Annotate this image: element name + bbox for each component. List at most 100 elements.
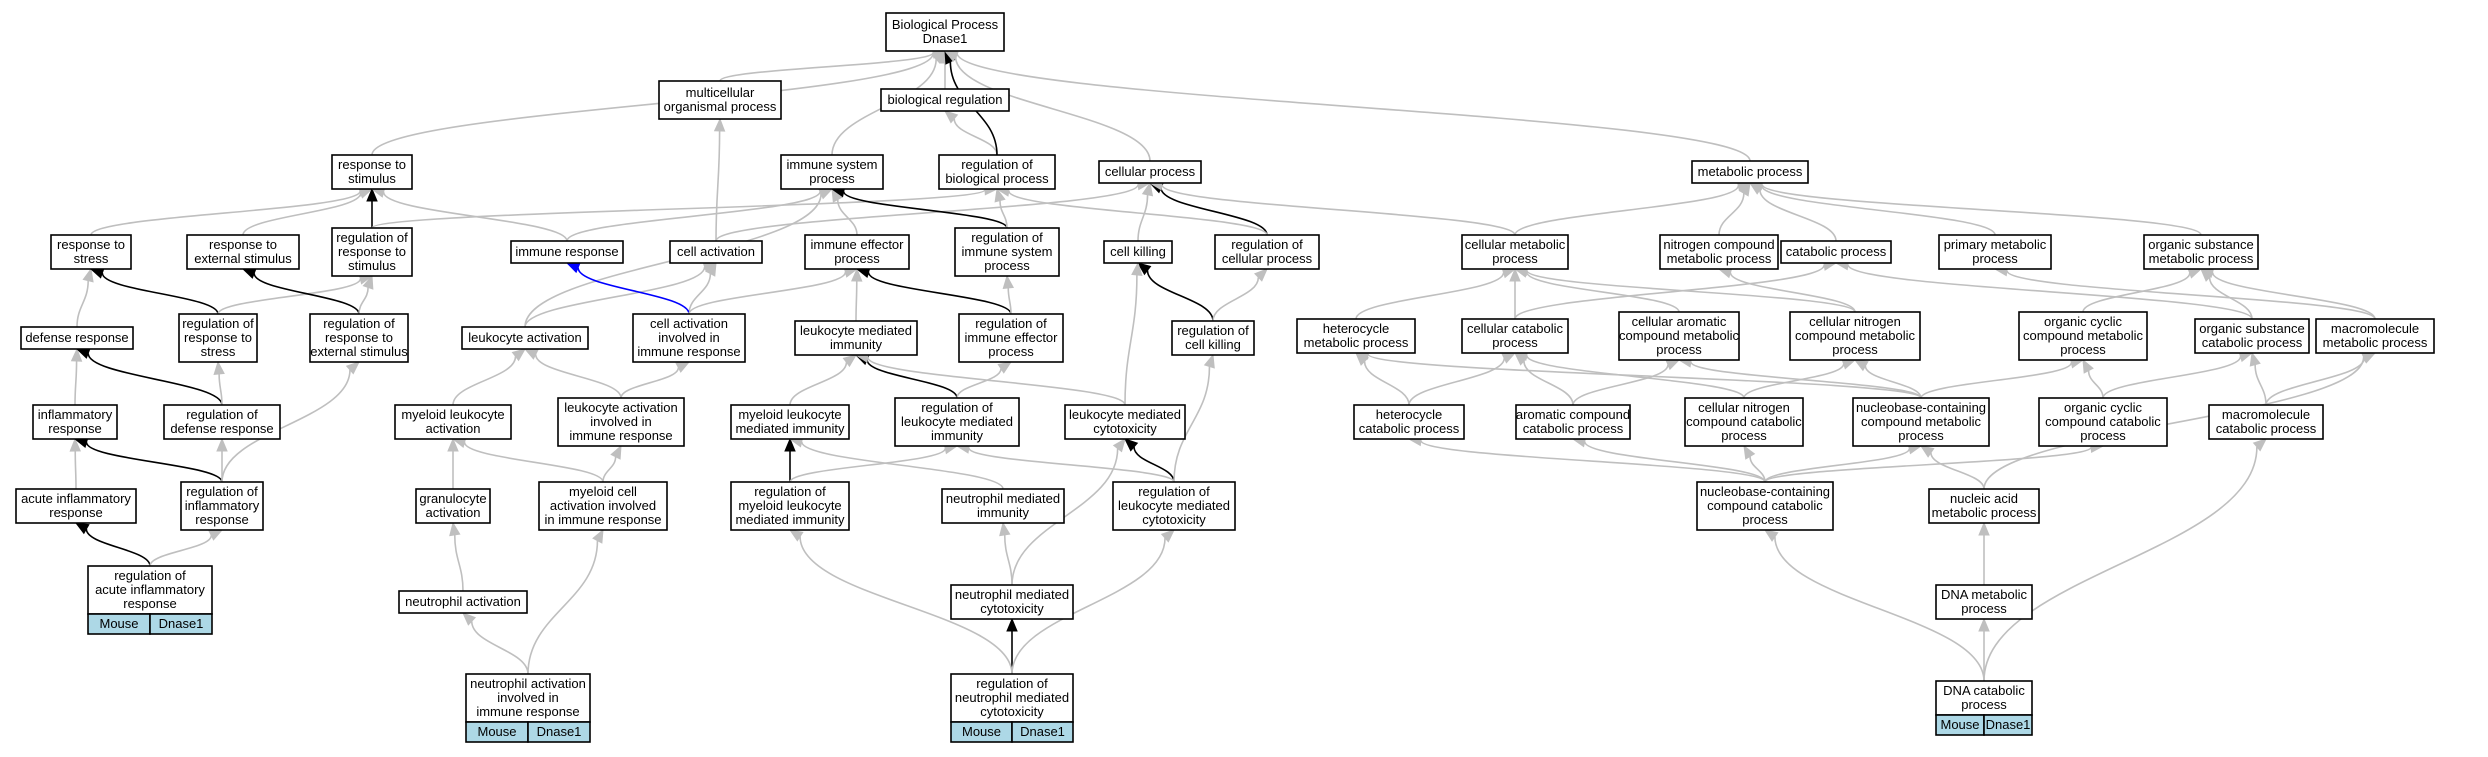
arrowhead-icon: [1160, 529, 1175, 543]
term-label-line: cell activation: [677, 244, 755, 259]
term-node-imm_resp[interactable]: immune response: [510, 240, 624, 264]
term-node-catab[interactable]: catabolic process: [1780, 240, 1892, 264]
term-label-line: involved in: [497, 690, 558, 705]
term-node-cell_proc[interactable]: cellular process: [1098, 160, 1202, 184]
term-node-leuk_act[interactable]: leukocyte activation: [461, 326, 589, 350]
arrowhead-icon: [784, 437, 796, 452]
edge-imm_resp-to-imm_sys: [566, 185, 834, 242]
term-node-cell_kill[interactable]: cell killing: [1103, 240, 1173, 264]
term-label-line: stimulus: [348, 258, 396, 273]
term-label-line: cytotoxicity: [980, 704, 1044, 719]
species-tag-label: Dnase1: [1020, 724, 1065, 739]
edge-layer: [69, 46, 2377, 682]
term-label-line: regulation of: [1231, 237, 1303, 252]
term-label-line: cellular process: [1105, 164, 1196, 179]
term-node-bioreg[interactable]: biological regulation: [880, 88, 1010, 112]
term-node-def_resp[interactable]: defense response: [20, 326, 134, 350]
term-label-line: compound metabolic: [1795, 328, 1915, 343]
edge-line: [1124, 274, 1138, 406]
edge-line: [968, 447, 1175, 483]
term-node-neut_act[interactable]: neutrophil activation: [398, 590, 528, 614]
term-box: [178, 313, 258, 363]
edge-line: [1160, 187, 1268, 236]
term-box: [2208, 404, 2324, 440]
term-box: [954, 227, 1060, 277]
term-label-line: cellular nitrogen: [1809, 314, 1901, 329]
term-box: [32, 404, 118, 440]
term-label-line: myeloid leukocyte: [738, 498, 841, 513]
edge-line: [1761, 183, 2202, 236]
arrowhead-icon: [931, 50, 946, 64]
term-label-line: regulation of: [186, 407, 258, 422]
edge-line: [1146, 270, 1214, 322]
term-label-line: DNA metabolic: [1941, 587, 2027, 602]
term-label-line: immunity: [931, 428, 984, 443]
edge-reg_def-to-def_resp: [75, 348, 223, 406]
term-label-line: process: [1961, 697, 2007, 712]
species-tag-label: Dnase1: [537, 724, 582, 739]
edge-line: [1008, 190, 1268, 236]
edge-catab-to-metab: [1748, 182, 1837, 242]
term-label-line: regulation of: [186, 484, 258, 499]
term-node-metab[interactable]: metabolic process: [1691, 160, 1809, 184]
term-node-cell_act[interactable]: cell activation: [669, 240, 763, 264]
term-label-line: leukocyte mediated: [1069, 407, 1181, 422]
